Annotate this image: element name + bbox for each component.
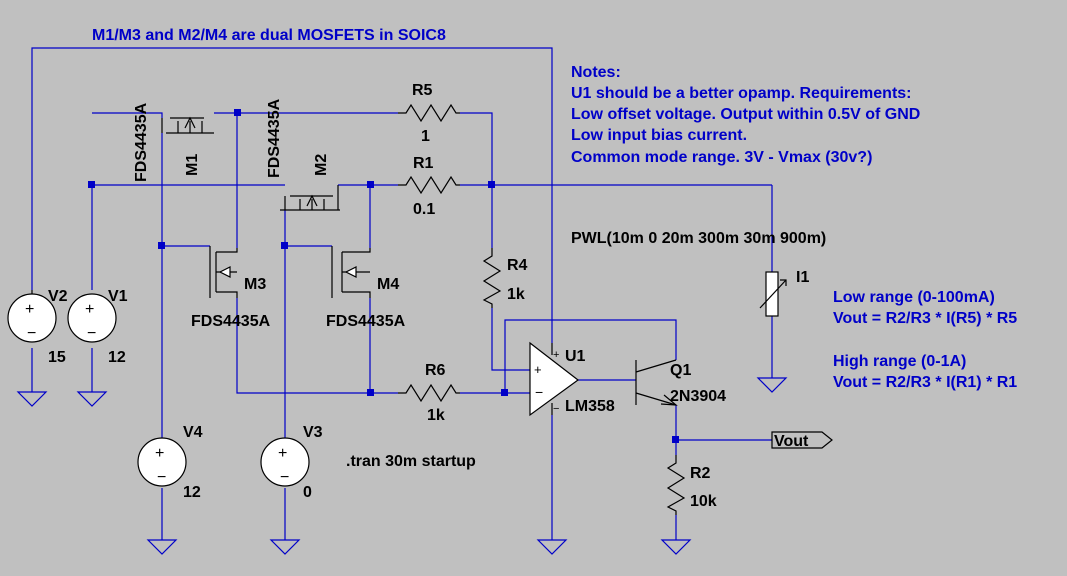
mosfet-m3 — [209, 246, 238, 298]
low-range-formula: Vout = R2/R3 * I(R5) * R5 — [833, 310, 1017, 327]
r6-value-label: 1k — [427, 407, 445, 424]
junctions — [88, 109, 679, 443]
current-source-i1 — [759, 271, 787, 317]
svg-text:−: − — [157, 469, 166, 486]
r5-name-label: R5 — [412, 82, 433, 99]
r6-name-label: R6 — [425, 362, 446, 379]
svg-text:+: + — [534, 362, 542, 377]
high-range-title: High range (0-1A) — [833, 353, 966, 370]
notes-line-4: Low input bias current. — [571, 127, 747, 144]
v3-name-label: V3 — [303, 424, 323, 441]
m3-name-label: M3 — [244, 276, 266, 293]
schematic-title: M1/M3 and M2/M4 are dual MOSFETS in SOIC… — [92, 27, 446, 44]
svg-text:+: + — [85, 301, 94, 318]
ground-symbols — [16, 377, 788, 555]
svg-text:−: − — [553, 403, 559, 415]
notes-line-3: Low offset voltage. Output within 0.5V o… — [571, 106, 920, 123]
v1-name-label: V1 — [108, 288, 128, 305]
v1-value-label: 12 — [108, 349, 126, 366]
v4-value-label: 12 — [183, 484, 201, 501]
wires — [31, 47, 773, 540]
mosfet-m2 — [280, 185, 340, 211]
v2-name-label: V2 — [48, 288, 68, 305]
q1-name-label: Q1 — [670, 362, 691, 379]
high-range-formula: Vout = R2/R3 * I(R1) * R1 — [833, 374, 1017, 391]
transistor-q1 — [635, 359, 678, 406]
opamp-u1: + − + − — [529, 341, 580, 417]
u1-name-label: U1 — [565, 348, 586, 365]
v2-value-label: 15 — [48, 349, 66, 366]
svg-text:+: + — [155, 445, 164, 462]
m3-model-label: FDS4435A — [191, 313, 271, 330]
low-range-title: Low range (0-100mA) — [833, 289, 995, 306]
q1-model-label: 2N3904 — [670, 388, 726, 405]
mosfet-m4 — [331, 246, 371, 298]
r1-value-label: 0.1 — [413, 201, 435, 218]
v3-value-label: 0 — [303, 484, 312, 501]
r5-value-label: 1 — [421, 128, 430, 145]
vout-label: Vout — [774, 433, 809, 450]
svg-text:−: − — [87, 325, 96, 342]
r2-name-label: R2 — [690, 465, 711, 482]
svg-text:+: + — [553, 349, 559, 361]
voltage-sources: + − + − + − + − — [7, 290, 310, 487]
r1-name-label: R1 — [413, 155, 434, 172]
svg-text:−: − — [535, 384, 543, 400]
tran-directive: .tran 30m startup — [346, 453, 476, 470]
r4-name-label: R4 — [507, 257, 528, 274]
notes-line-5: Common mode range. 3V - Vmax (30v?) — [571, 149, 872, 166]
mosfet-m1 — [161, 116, 214, 134]
svg-text:+: + — [278, 445, 287, 462]
m1-name-label: M1 — [184, 154, 201, 176]
m1-model-label: FDS4435A — [133, 102, 150, 182]
u1-model-label: LM358 — [565, 398, 615, 415]
pwl-directive: PWL(10m 0 20m 300m 30m 900m) — [571, 230, 826, 247]
vout-port: Vout — [771, 431, 833, 450]
notes-line-2: U1 should be a better opamp. Requirement… — [571, 85, 912, 102]
m2-model-label: FDS4435A — [266, 98, 283, 178]
r4-value-label: 1k — [507, 286, 525, 303]
v4-name-label: V4 — [183, 424, 203, 441]
r2-value-label: 10k — [690, 493, 717, 510]
m4-model-label: FDS4435A — [326, 313, 406, 330]
notes-line-1: Notes: — [571, 64, 621, 81]
m2-name-label: M2 — [313, 154, 330, 176]
resistors — [398, 103, 686, 515]
svg-text:+: + — [25, 301, 34, 318]
svg-text:−: − — [280, 469, 289, 486]
svg-text:−: − — [27, 325, 36, 342]
i1-name-label: I1 — [796, 269, 809, 286]
m4-name-label: M4 — [377, 276, 399, 293]
